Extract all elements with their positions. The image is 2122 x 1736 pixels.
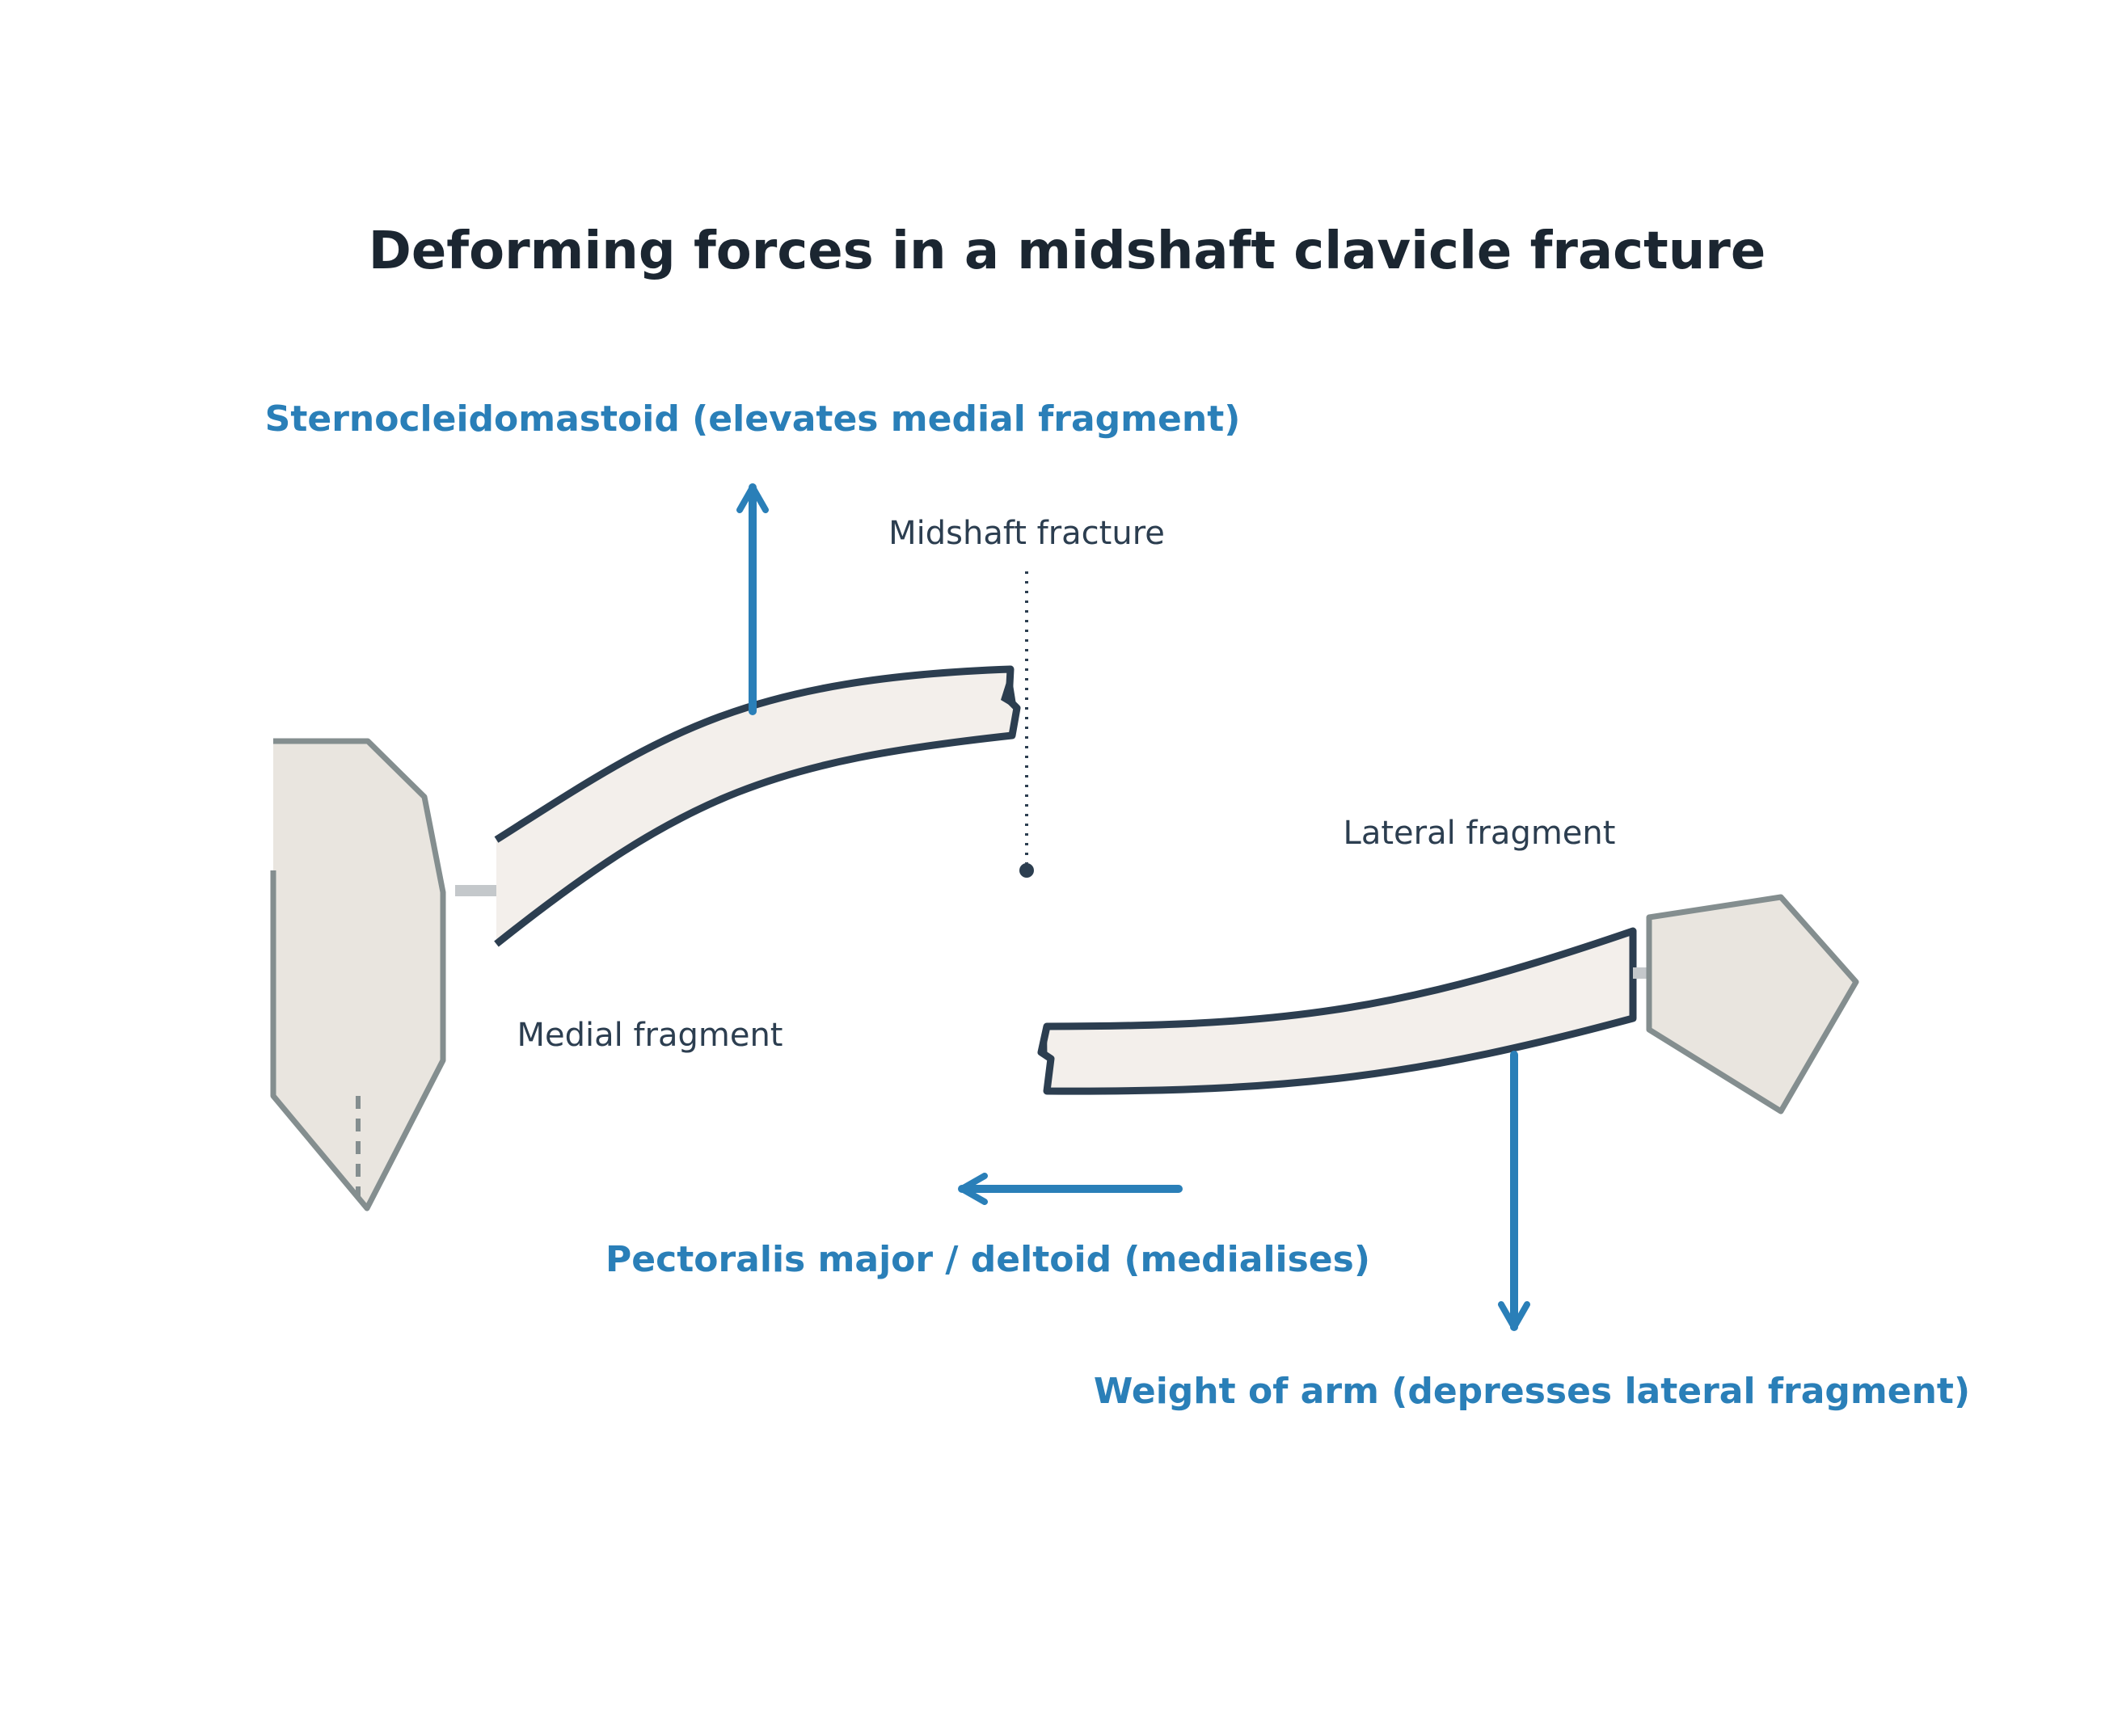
lateral-fragment-label: Lateral fragment — [1344, 815, 1616, 852]
medial-fragment-label: Medial fragment — [517, 1017, 783, 1054]
arm-weight-force-label: Weight of arm (depresses lateral fragmen… — [1094, 1371, 1970, 1412]
fracture-site-marker-dot — [1019, 863, 1034, 878]
lateral-fragment-outline — [1037, 927, 1637, 1095]
diagram-title: Deforming forces in a midshaft clavicle … — [369, 221, 1766, 281]
sternum-shape — [270, 738, 446, 1211]
pectoralis-deltoid-force-label: Pectoralis major / deltoid (medialises) — [605, 1239, 1370, 1280]
acromion-shape — [1646, 894, 1859, 1114]
medial-fragment-bone — [496, 669, 1017, 944]
medial-fracture-edge — [1001, 669, 1017, 710]
lateral-fracture-edge — [1038, 1026, 1053, 1087]
fracture-site-label: Midshaft fracture — [888, 515, 1165, 552]
sternocleidomastoid-force-label: Sternocleidomastoid (elevates medial fra… — [265, 398, 1241, 440]
